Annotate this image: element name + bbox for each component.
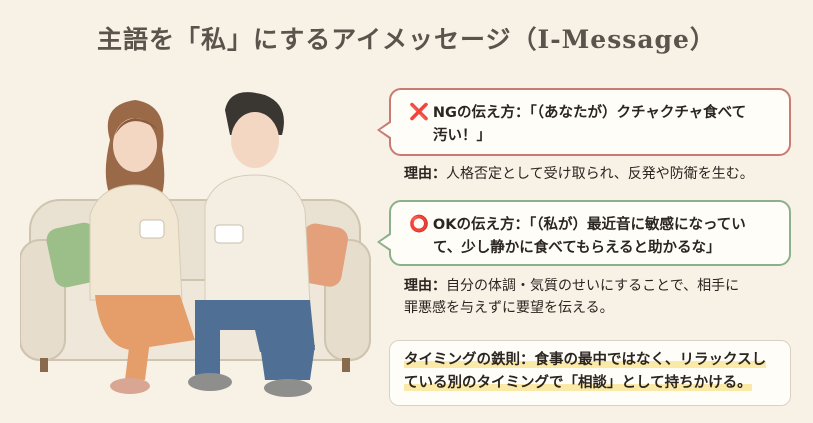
ng-reason-label: 理由： [404,166,446,182]
cross-icon: ❌ [409,102,429,121]
ok-reason-line2: 罪悪感を与えずに要望を伝える。 [404,300,614,317]
ng-quote-line1: 「（あなたが）クチャクチャ食べて [529,105,747,121]
timing-rule-box: タイミングの鉄則：食事の最中ではなく、リラックスし ている別のタイミングで「相談… [389,340,791,406]
ng-reason: 理由：人格否定として受け取られ、反発や防衛を生む。 [404,163,804,185]
timing-line1: タイミングの鉄則：食事の最中ではなく、リラックスし [404,352,767,368]
ng-quote-line2: 汚い！」 [433,127,491,144]
timing-line2: ている別のタイミングで「相談」として持ちかける。 [404,375,752,392]
ok-reason: 理由：自分の体調・気質のせいにすることで、相手に 罪悪感を与えずに要望を伝える。 [404,275,784,320]
ok-speech-bubble: ⭕OKの伝え方：「（私が）最近音に敏感になってい て、少し静かに食べてもらえると… [377,200,791,266]
ok-reason-line1: 自分の体調・気質のせいにすることで、相手に [446,278,740,294]
ng-reason-text: 人格否定として受け取られ、反発や防衛を生む。 [446,166,754,182]
couple-on-sofa-illustration [20,92,371,397]
page-title: 主語を「私」にするアイメッセージ（I-Message） [97,25,716,54]
man-figure [188,92,315,397]
ng-label: NGの伝え方： [432,105,530,121]
ok-quote-line1: 「（私が）最近音に敏感になってい [528,217,746,233]
woman-figure [89,100,195,394]
ok-quote-line2: て、少し静かに食べてもらえると助かるな」 [433,239,721,256]
ok-label: OKの伝え方： [432,217,529,233]
circle-icon: ⭕ [409,214,429,233]
ng-speech-bubble: ❌NGの伝え方：「（あなたが）クチャクチャ食べて 汚い！」 [377,88,791,156]
ok-reason-label: 理由： [404,278,446,294]
